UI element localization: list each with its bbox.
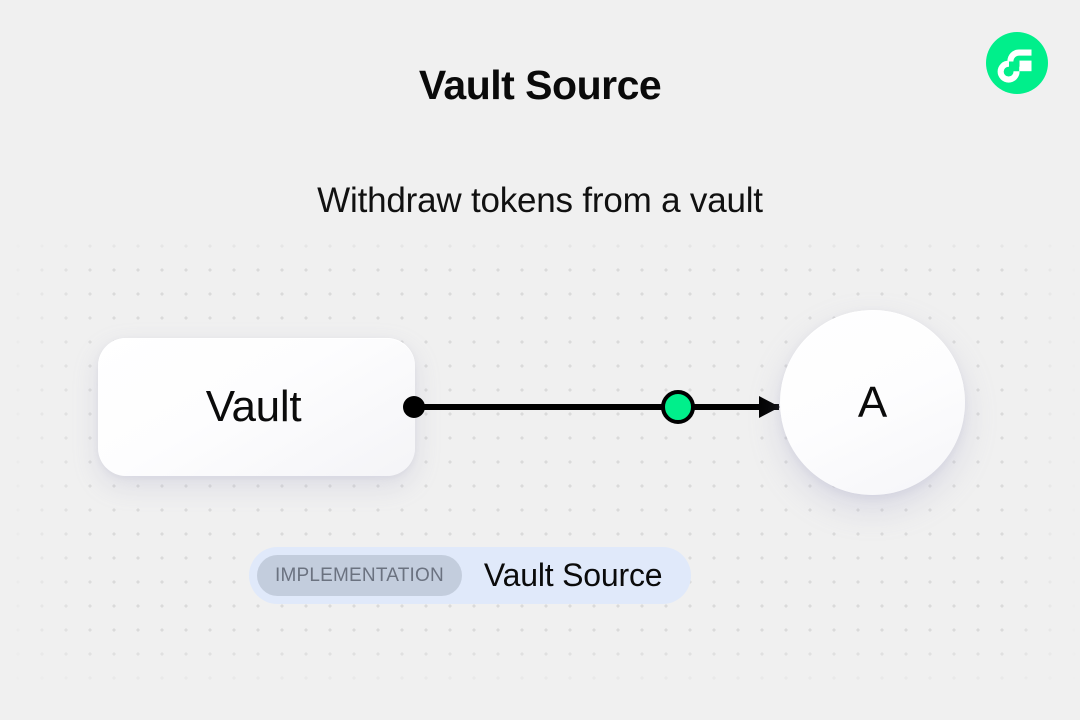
node-a[interactable]: A [780,310,965,495]
node-vault-label: Vault [205,382,302,431]
page-title: Vault Source [418,62,662,108]
node-vault[interactable]: Vault [98,338,415,476]
edge-vault-to-a [403,390,780,424]
edge-arrow-head [759,396,780,418]
implementation-badge[interactable]: IMPLEMENTATION Vault Source [249,547,692,604]
implementation-name: Vault Source [483,557,663,593]
implementation-tag-label: IMPLEMENTATION [275,564,444,586]
page-subtitle: Withdraw tokens from a vault [317,181,763,220]
node-a-label: A [857,377,888,427]
flow-logo-icon [986,32,1048,94]
edge-midpoint-node [661,390,695,424]
implementation-tag: IMPLEMENTATION [257,555,462,596]
